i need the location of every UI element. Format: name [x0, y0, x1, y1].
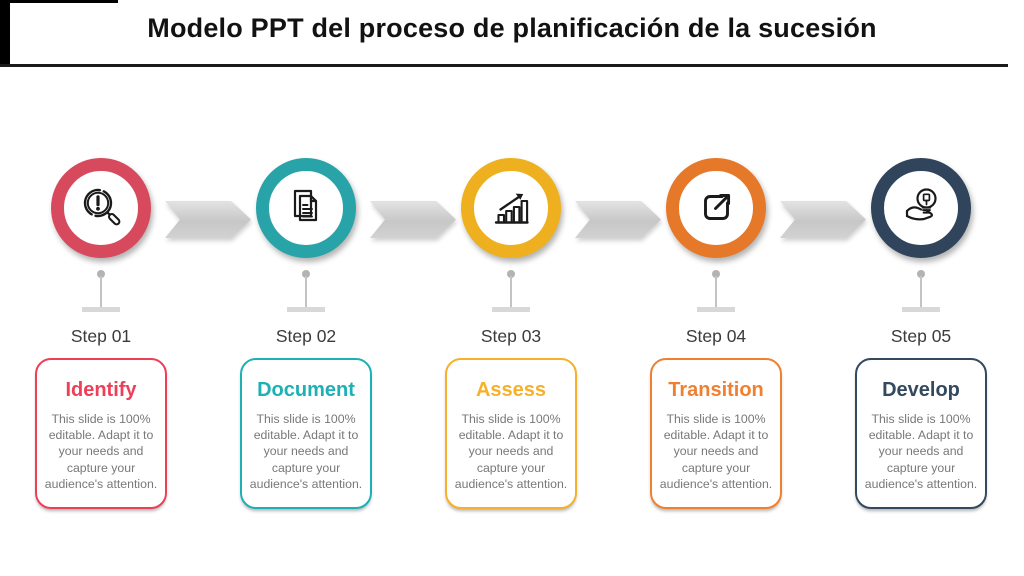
step-card: Document This slide is 100% editable. Ad… [240, 358, 372, 509]
step-label: Step 04 [685, 326, 747, 346]
step-group-transition: Step 04 Transition This slide is 100% ed… [650, 158, 782, 510]
header-corner-bar [0, 0, 10, 64]
step-circle [871, 158, 971, 258]
pin-line [305, 276, 307, 307]
arrow-connector [575, 201, 661, 238]
pin-line [510, 276, 512, 307]
arrow-right-icon [370, 201, 456, 238]
card-title: Develop [882, 379, 960, 401]
step-circle [461, 158, 561, 258]
step-group-develop: Step 05 Develop This slide is 100% edita… [855, 158, 987, 510]
card-title: Document [257, 379, 355, 401]
pin-dot [917, 270, 925, 278]
pin-dot [712, 270, 720, 278]
card-title: Identify [65, 379, 137, 401]
card-description: This slide is 100% editable. Adapt it to… [864, 412, 978, 491]
pin-base [82, 307, 120, 312]
card-description: This slide is 100% editable. Adapt it to… [659, 412, 773, 491]
pin-base [287, 307, 325, 312]
arrow-right-icon [165, 201, 251, 238]
step-circle [666, 158, 766, 258]
step-card: Assess This slide is 100% editable. Adap… [445, 358, 577, 509]
title-underline [0, 64, 1008, 67]
growth-chart-icon [494, 193, 529, 224]
arrow-connector [370, 201, 456, 238]
arrow-connector [165, 201, 251, 238]
step-card: Identify This slide is 100% editable. Ad… [35, 358, 167, 509]
external-link-icon [704, 194, 731, 220]
step-group-assess: Step 03 Assess This slide is 100% editab… [445, 158, 577, 510]
arrow-right-icon [780, 201, 866, 238]
card-description: This slide is 100% editable. Adapt it to… [249, 412, 363, 491]
step-card: Transition This slide is 100% editable. … [650, 358, 782, 509]
step-group-identify: Step 01 Identify This slide is 100% edit… [35, 158, 167, 510]
step-circle [256, 158, 356, 258]
hand-bulb-icon [905, 188, 937, 221]
slide-title: Modelo PPT del proceso de planificación … [147, 13, 877, 43]
card-title: Transition [668, 379, 764, 401]
pin-base [492, 307, 530, 312]
magnifier-alert-icon [83, 188, 121, 226]
pin-dot [97, 270, 105, 278]
pin-dot [507, 270, 515, 278]
card-description: This slide is 100% editable. Adapt it to… [454, 412, 568, 491]
step-card: Develop This slide is 100% editable. Ada… [855, 358, 987, 509]
card-title: Assess [475, 379, 547, 401]
pin-line [920, 276, 922, 307]
arrow-connector [780, 201, 866, 238]
step-group-document: Step 02 Document This slide is 100% edit… [240, 158, 372, 510]
step-label: Step 03 [480, 326, 542, 346]
header-corner-accent [0, 0, 118, 3]
pin-line [715, 276, 717, 307]
pin-base [697, 307, 735, 312]
pin-dot [302, 270, 310, 278]
step-circle [51, 158, 151, 258]
step-label: Step 02 [275, 326, 337, 346]
step-label: Step 05 [890, 326, 952, 346]
step-label: Step 01 [70, 326, 132, 346]
card-description: This slide is 100% editable. Adapt it to… [44, 412, 158, 491]
pin-line [100, 276, 102, 307]
arrow-right-icon [575, 201, 661, 238]
documents-icon [293, 189, 318, 222]
pin-base [902, 307, 940, 312]
